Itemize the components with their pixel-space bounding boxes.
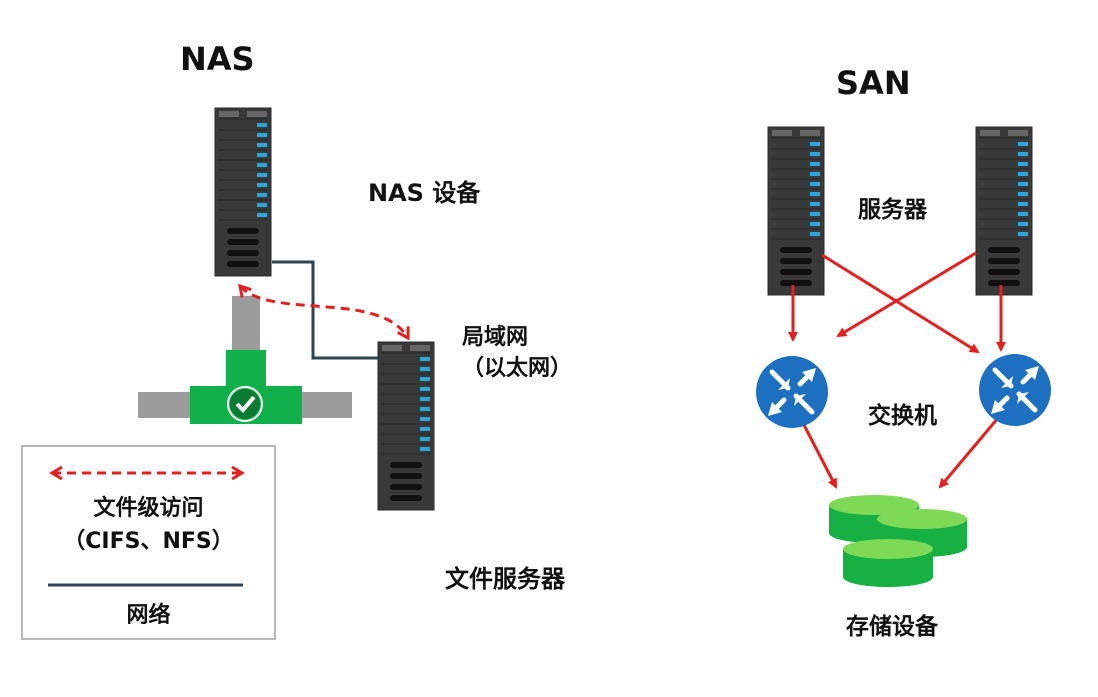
switch-left-router-icon xyxy=(756,356,828,428)
file-server-icon xyxy=(377,341,435,511)
san-server-left-icon xyxy=(767,126,825,296)
lan-ethernet-label: （以太网） xyxy=(462,356,573,381)
san-link-router-left-storage xyxy=(802,424,838,489)
file-access-dashed-arrow xyxy=(238,283,410,341)
switch-right-router-icon xyxy=(979,354,1051,426)
legend-file-access-label: 文件级访问 xyxy=(93,496,204,521)
lan-label: 局域网 xyxy=(462,325,529,350)
nas-device-label: NAS 设备 xyxy=(368,179,481,207)
san-title: SAN xyxy=(836,64,911,102)
legend-protocols-label: （CIFS、NFS） xyxy=(63,529,234,554)
legend-box: 文件级访问 （CIFS、NFS） 网络 xyxy=(21,445,276,640)
nas-title: NAS xyxy=(180,40,255,78)
legend-network-label: 网络 xyxy=(126,603,171,628)
san-link-cross-1 xyxy=(821,253,980,354)
file-server-label: 文件服务器 xyxy=(445,565,565,593)
san-server-label: 服务器 xyxy=(858,197,927,223)
switch-label: 交换机 xyxy=(868,403,937,429)
pipe-tee-icon xyxy=(138,296,352,424)
san-link-cross-2 xyxy=(836,251,977,338)
nas-device-server-icon xyxy=(214,107,272,277)
san-server-right-icon xyxy=(975,126,1033,296)
storage-label: 存储设备 xyxy=(846,614,938,640)
storage-disks-icon xyxy=(829,495,967,587)
san-link-router-right-storage xyxy=(938,417,1000,489)
